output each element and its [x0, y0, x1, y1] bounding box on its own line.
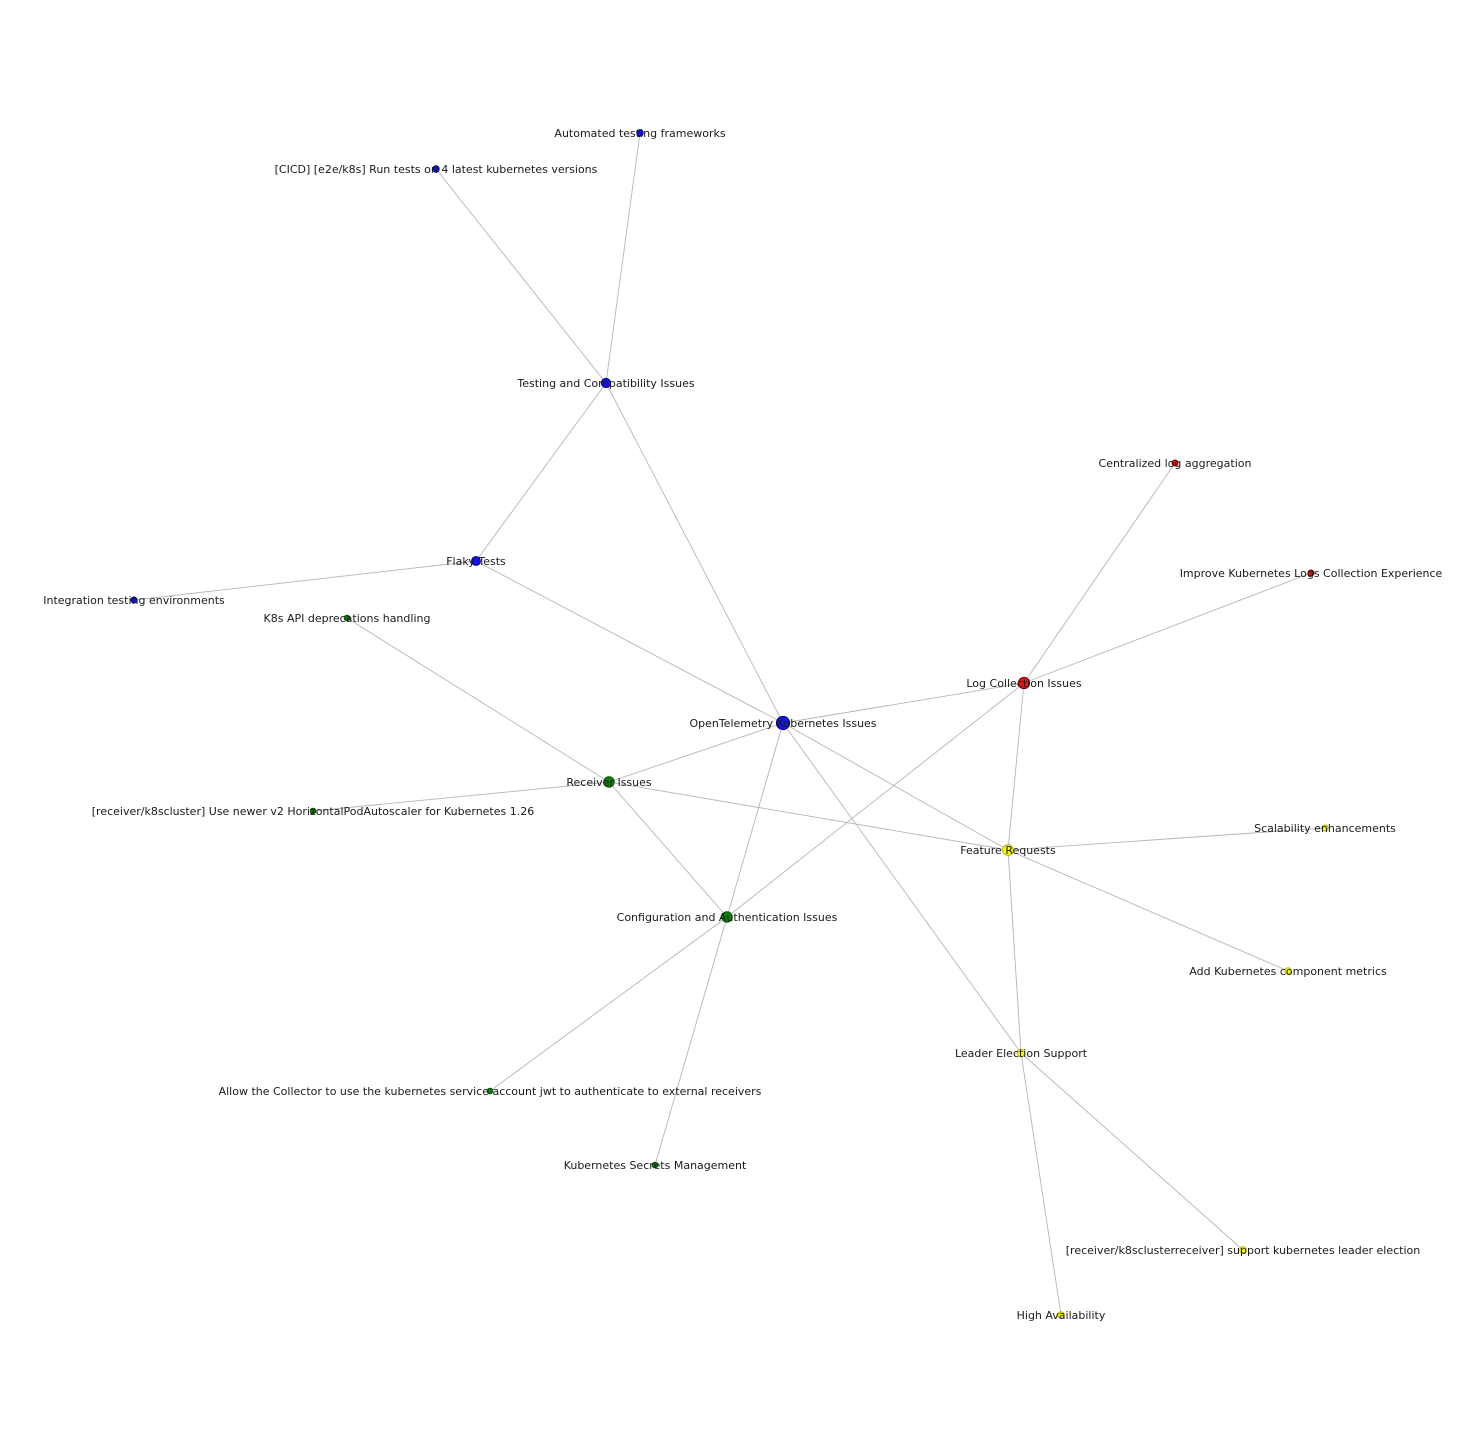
node-label-log-collection-issues: Log Collection Issues — [966, 677, 1081, 690]
node-integration-testing-environments — [130, 596, 138, 604]
edge-centralized-log-aggregation--log-collection-issues — [1023, 462, 1176, 684]
node-k8sclusterreceiver-leader-election — [1239, 1246, 1247, 1254]
node-automated-testing-frameworks — [636, 129, 644, 137]
node-flaky-tests — [471, 556, 481, 566]
edge-opentelemetry-kubernetes-issues--configuration-authentication-issues — [726, 722, 784, 918]
node-testing-compatibility-issues — [600, 377, 612, 389]
edge-automated-testing-frameworks--testing-compatibility-issues — [605, 132, 641, 384]
node-kubernetes-secrets-management — [651, 1161, 659, 1169]
edge-leader-election-support--k8sclusterreceiver-leader-election — [1020, 1052, 1244, 1251]
node-allow-collector-service-account-jwt — [486, 1087, 494, 1095]
edge-feature-requests--add-kubernetes-component-metrics — [1007, 849, 1289, 972]
node-log-collection-issues — [1017, 676, 1031, 690]
edge-log-collection-issues--configuration-authentication-issues — [726, 682, 1025, 918]
node-label-opentelemetry-kubernetes-issues: OpenTelemetry Kubernetes Issues — [689, 717, 876, 730]
node-label-centralized-log-aggregation: Centralized log aggregation — [1099, 457, 1252, 470]
nodes-layer — [130, 129, 1329, 1319]
node-label-improve-k8s-logs-collection: Improve Kubernetes Logs Collection Exper… — [1180, 567, 1443, 580]
node-add-kubernetes-component-metrics — [1284, 967, 1292, 975]
edge-log-collection-issues--opentelemetry-kubernetes-issues — [782, 682, 1025, 724]
node-label-scalability-enhancements: Scalability enhancements — [1254, 822, 1396, 835]
node-label-receiver-issues: Receiver Issues — [566, 776, 652, 789]
node-receiver-issues — [603, 776, 615, 788]
edge-leader-election-support--high-availability — [1020, 1052, 1062, 1316]
edge-testing-compatibility-issues--flaky-tests — [475, 382, 607, 562]
node-label-allow-collector-service-account-jwt: Allow the Collector to use the kubernete… — [219, 1085, 762, 1098]
edge-log-collection-issues--feature-requests — [1007, 682, 1025, 851]
node-label-add-kubernetes-component-metrics: Add Kubernetes component metrics — [1189, 965, 1387, 978]
edge-k8s-api-deprecations-handling--receiver-issues — [346, 617, 610, 783]
node-high-availability — [1057, 1311, 1065, 1319]
node-label-k8s-api-deprecations-handling: K8s API deprecations handling — [264, 612, 431, 625]
edge-receiver-issues--feature-requests — [608, 781, 1009, 851]
node-label-leader-election-support: Leader Election Support — [955, 1047, 1088, 1060]
labels-layer: Automated testing frameworks [CICD] [e2e/… — [43, 127, 1442, 1322]
node-k8s-api-deprecations-handling — [343, 614, 351, 622]
node-improve-k8s-logs-collection — [1307, 569, 1315, 577]
edge-receiver-issues--receiver-k8scluster-v2-hpa — [312, 781, 610, 812]
node-receiver-k8scluster-v2-hpa — [309, 807, 317, 815]
edge-configuration-authentication-issues--allow-collector-service-account-jwt — [489, 916, 728, 1092]
edge-improve-k8s-logs-collection--log-collection-issues — [1023, 572, 1312, 684]
edge-opentelemetry-kubernetes-issues--leader-election-support — [782, 722, 1022, 1054]
node-opentelemetry-kubernetes-issues — [775, 715, 791, 731]
node-label-kubernetes-secrets-management: Kubernetes Secrets Management — [564, 1159, 747, 1172]
node-scalability-enhancements — [1321, 824, 1329, 832]
edge-flaky-tests--integration-testing-environments — [133, 560, 477, 601]
node-feature-requests — [1002, 844, 1014, 856]
node-label-high-availability: High Availability — [1017, 1309, 1106, 1322]
node-label-configuration-authentication-issues: Configuration and Authentication Issues — [617, 911, 838, 924]
node-label-automated-testing-frameworks: Automated testing frameworks — [554, 127, 725, 140]
node-label-cicd-run-tests: [CICD] [e2e/k8s] Run tests on 4 latest k… — [275, 163, 598, 176]
edge-receiver-issues--configuration-authentication-issues — [608, 781, 728, 918]
node-label-feature-requests: Feature Requests — [960, 844, 1056, 857]
edge-testing-compatibility-issues--opentelemetry-kubernetes-issues — [605, 382, 784, 724]
edge-receiver-issues--opentelemetry-kubernetes-issues — [608, 722, 784, 783]
node-label-receiver-k8scluster-v2-hpa: [receiver/k8scluster] Use newer v2 Horiz… — [92, 805, 535, 818]
edges-layer — [133, 132, 1326, 1316]
edge-feature-requests--scalability-enhancements — [1007, 827, 1326, 851]
edge-configuration-authentication-issues--kubernetes-secrets-management — [654, 916, 728, 1166]
node-cicd-run-tests — [432, 165, 440, 173]
edge-cicd-run-tests--testing-compatibility-issues — [435, 168, 607, 384]
edge-flaky-tests--opentelemetry-kubernetes-issues — [475, 560, 784, 724]
node-label-integration-testing-environments: Integration testing environments — [43, 594, 225, 607]
node-leader-election-support — [1016, 1048, 1026, 1058]
edge-feature-requests--leader-election-support — [1007, 849, 1022, 1054]
node-label-k8sclusterreceiver-leader-election: [receiver/k8sclusterreceiver] support ku… — [1066, 1244, 1420, 1257]
node-label-flaky-tests: Flaky Tests — [446, 555, 506, 568]
node-label-testing-compatibility-issues: Testing and Compatibility Issues — [516, 377, 694, 390]
node-centralized-log-aggregation — [1171, 459, 1179, 467]
node-configuration-authentication-issues — [721, 911, 733, 923]
edge-opentelemetry-kubernetes-issues--feature-requests — [782, 722, 1009, 851]
